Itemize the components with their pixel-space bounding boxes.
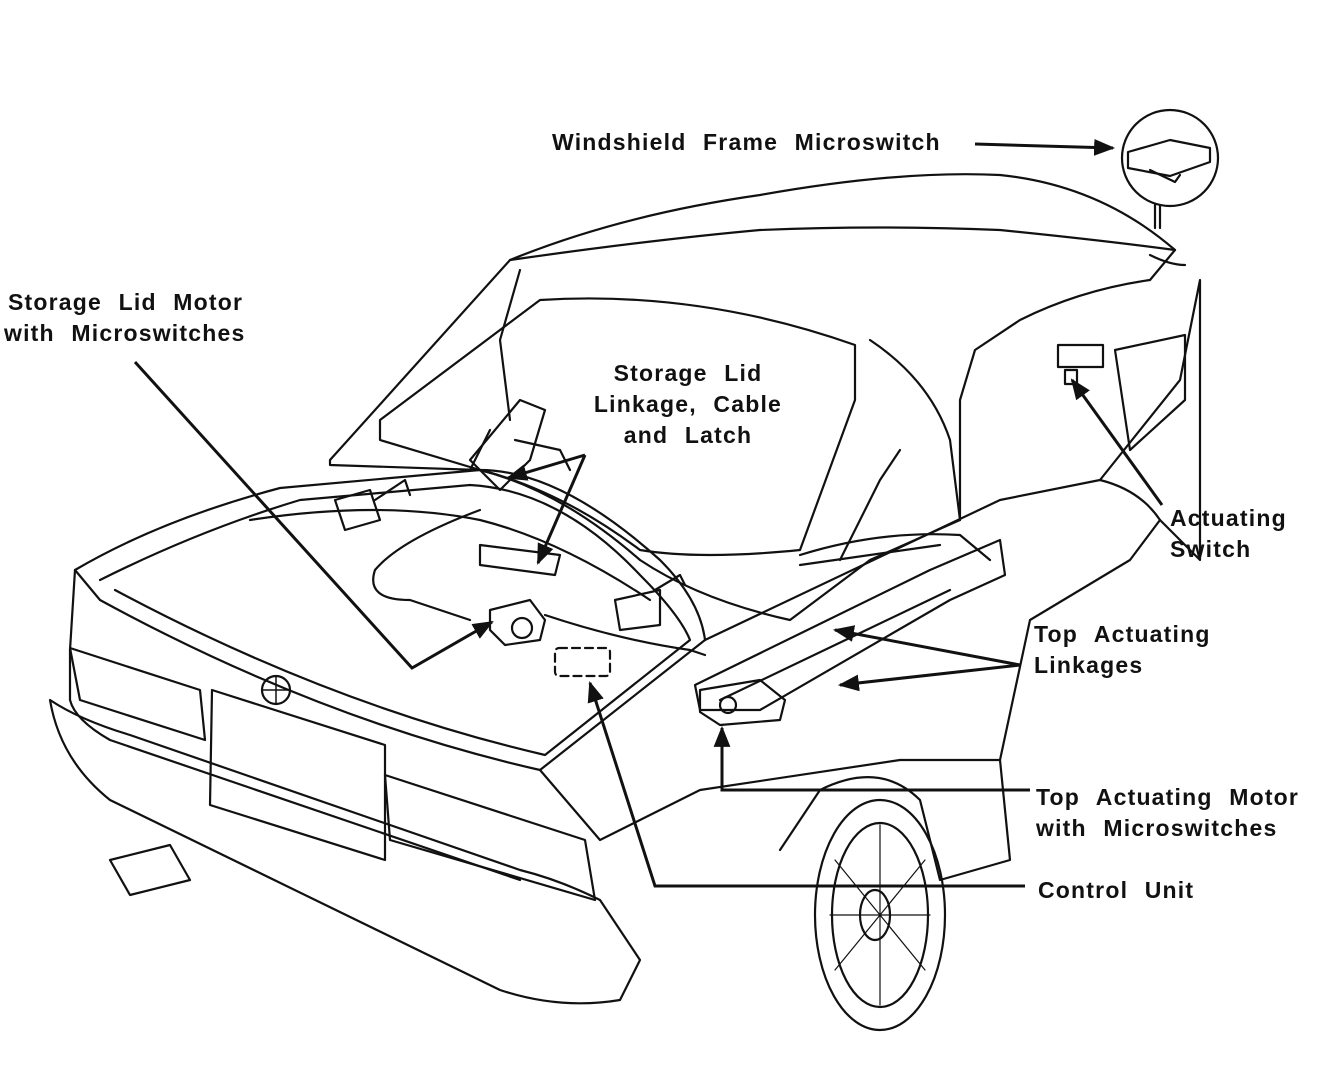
storage-lid-motor-leader [133, 360, 494, 670]
top-linkages-leader-2 [837, 663, 1021, 692]
actuating-switch-leader [1070, 378, 1164, 506]
windshield-microswitch [1126, 138, 1212, 178]
label-storage-lid-motor: Storage Lid Motor with Microswitches [4, 289, 246, 346]
rear-bumper [48, 698, 642, 1005]
right-hinge [613, 588, 662, 632]
label-windshield-frame-microswitch: Windshield Frame Microswitch [552, 129, 941, 155]
license-plate-area [208, 688, 387, 862]
top-motor-leader [713, 725, 1030, 792]
trunk-deck [73, 468, 707, 772]
label-top-actuating-linkages: Top Actuating Linkages [1034, 621, 1211, 678]
label-top-actuating-motor: Top Actuating Motor with Microswitches [1036, 784, 1300, 841]
top-linkages-leader-1 [832, 625, 1021, 667]
label-control-unit: Control Unit [1038, 877, 1195, 903]
rear-wheel [813, 798, 947, 1032]
rear-window [378, 297, 857, 557]
label-storage-lid-linkage: Storage Lid Linkage, Cable and Latch [593, 360, 783, 448]
windshield-microswitch-leader [974, 139, 1116, 156]
actuating-switch [1056, 343, 1105, 369]
control-unit-leader [587, 681, 1025, 888]
storage-lid-motor [488, 598, 547, 647]
callout-lines [133, 139, 1164, 888]
windshield-microswitch-inset [1120, 108, 1220, 208]
exhaust-tip [108, 843, 192, 897]
top-actuating-motor [698, 678, 787, 727]
right-tail-light [383, 773, 597, 902]
left-tail-light [68, 646, 207, 742]
left-hinge [333, 488, 382, 532]
label-actuating-switch: Actuating Switch [1170, 505, 1287, 562]
latch-plate [478, 543, 562, 577]
top-actuating-linkage [693, 538, 1007, 712]
storage-lid-linkage-leader-1 [536, 454, 587, 565]
control-unit [553, 646, 612, 678]
car-illustration [48, 108, 1220, 1032]
release-cable [372, 508, 482, 622]
storage-lid-linkage-leader-2 [505, 453, 586, 481]
storage-lid-linkage [468, 398, 547, 492]
